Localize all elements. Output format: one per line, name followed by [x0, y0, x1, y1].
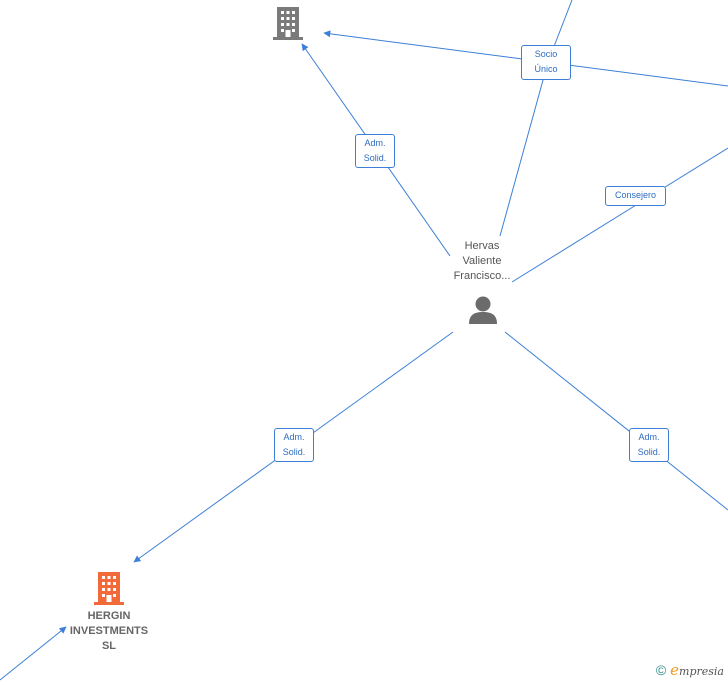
brand-footer: ©empresia [656, 661, 724, 679]
company-node-label[interactable]: HERGIN INVESTMENTS SL [54, 609, 164, 654]
edge-label-consejero[interactable]: Consejero [605, 186, 666, 206]
building-icon[interactable] [273, 7, 303, 40]
company-name-line: INVESTMENTS [69, 625, 149, 637]
edge-label-adm-solid-right[interactable]: Adm. Solid. [629, 428, 669, 462]
edge-label-line: Solid. [282, 447, 306, 457]
edge-label-line: Consejero [614, 190, 657, 200]
brand-logo-initial: e [670, 661, 680, 679]
edge-consejero [511, 147, 728, 283]
edge-label-adm-solid-top[interactable]: Adm. Solid. [355, 134, 395, 168]
edge-label-line: Adm. [364, 138, 386, 148]
person-name-line: Valiente [462, 255, 502, 267]
brand-logo-text: mpresia [679, 665, 724, 678]
edge-incoming-hergin [0, 626, 67, 681]
company-name-line: HERGIN [87, 610, 131, 622]
copyright-icon: © [655, 662, 667, 678]
building-icon[interactable] [94, 572, 124, 605]
edge-label-line: Solid. [363, 153, 387, 163]
edge-adm-solid-right [504, 331, 728, 511]
company-name-line: SL [101, 640, 117, 652]
edge-socio-unico-lower [499, 61, 549, 237]
edge-label-line: Socio [534, 49, 558, 59]
edge-label-socio-unico[interactable]: Socio Único [521, 45, 571, 80]
edge-label-adm-solid-left[interactable]: Adm. Solid. [274, 428, 314, 462]
edge-label-line: Solid. [637, 447, 661, 457]
edge-label-line: Adm. [638, 432, 660, 442]
edge-label-line: Adm. [283, 432, 305, 442]
person-icon[interactable] [469, 296, 497, 325]
person-name-line: Francisco... [453, 270, 511, 282]
person-node-label[interactable]: Hervas Valiente Francisco... [432, 239, 532, 284]
edge-label-line: Único [534, 64, 558, 74]
person-name-line: Hervas [464, 240, 500, 252]
